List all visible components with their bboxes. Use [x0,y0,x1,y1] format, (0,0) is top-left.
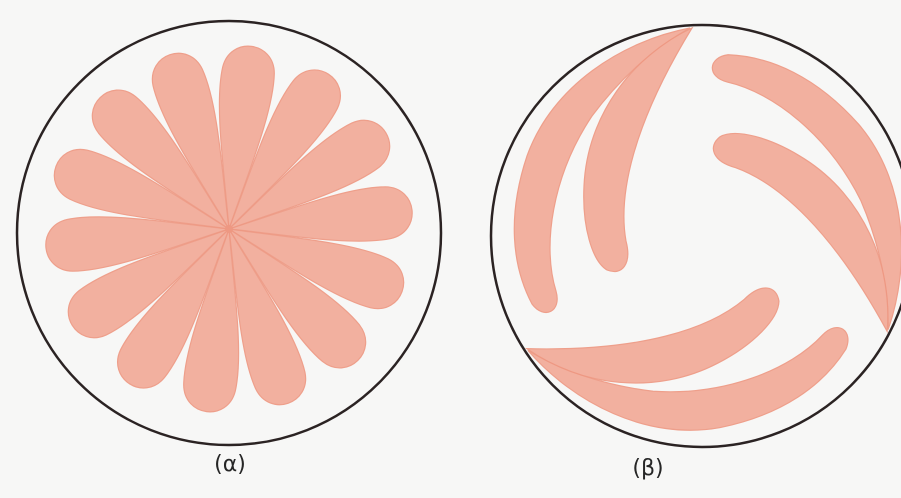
caption-beta: (β) [608,456,688,481]
radial-petals-group [43,43,414,415]
curved-blades-group [514,28,901,498]
petal-center [225,225,233,233]
caption-alpha: (α) [190,452,270,477]
